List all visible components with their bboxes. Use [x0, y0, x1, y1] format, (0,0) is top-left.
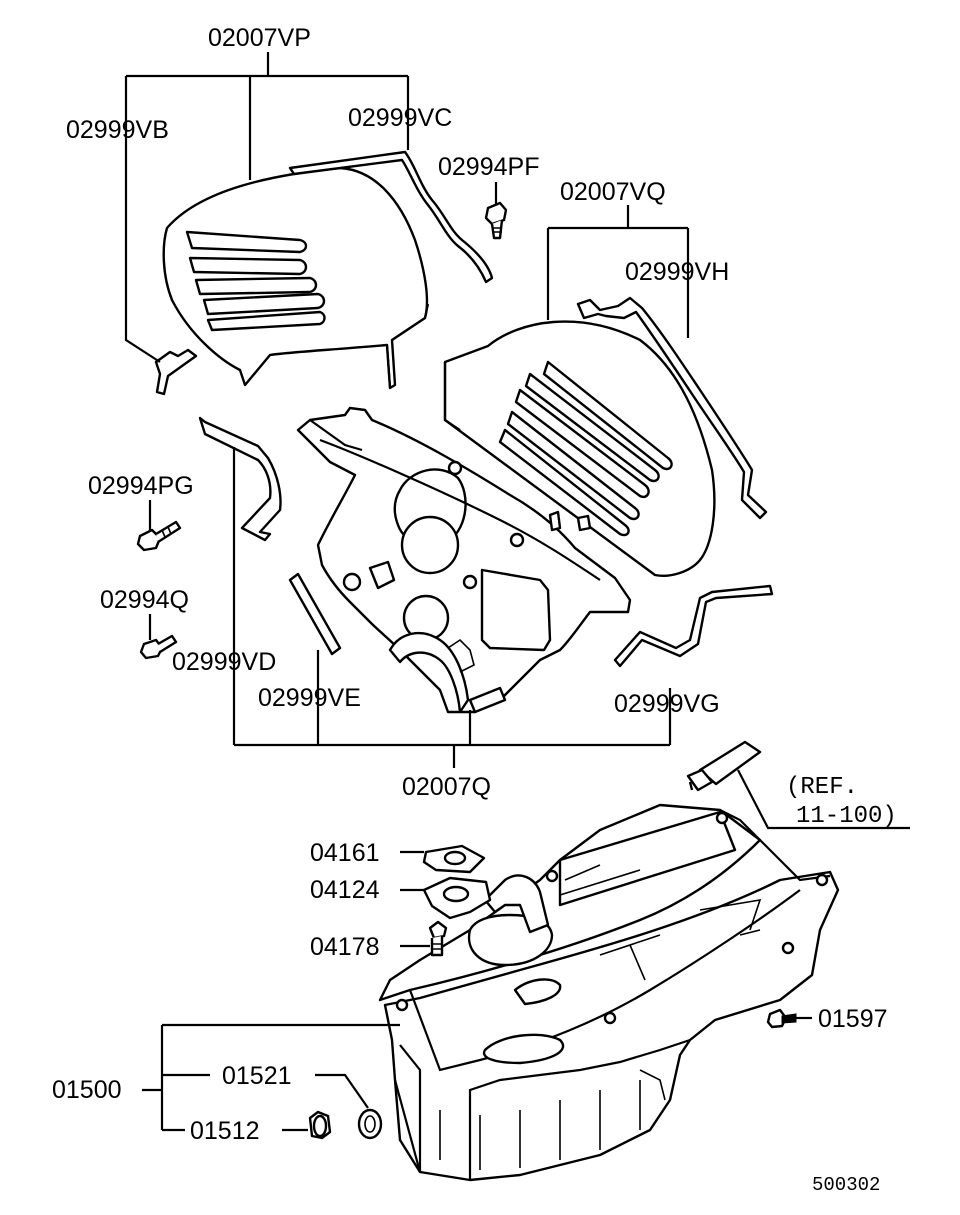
seal-strip-02999VE: [288, 572, 342, 656]
bolt-04178: [428, 920, 448, 957]
label-02007VP: 02007VP: [208, 24, 311, 52]
seal-strip-02999VC: [288, 150, 494, 284]
drain-plug-01512: [308, 1110, 332, 1140]
label-04178: 04178: [310, 933, 380, 961]
crank-seal-ring: [388, 632, 470, 714]
seal-strip-02999VD: [198, 416, 282, 542]
upper-timing-cover: [162, 166, 430, 390]
label-04124: 04124: [310, 876, 380, 904]
label-02994PG: 02994PG: [88, 472, 194, 500]
oil-strainer: [467, 874, 554, 967]
inner-timing-plate: [296, 406, 632, 714]
label-02999VD: 02999VD: [172, 648, 276, 676]
label-01500: 01500: [52, 1076, 122, 1104]
bolt-02994PG: [136, 520, 182, 552]
timing-mark-scale: [447, 638, 475, 673]
label-02999VH: 02999VH: [625, 258, 729, 286]
bolt-02994Q: [139, 634, 178, 660]
part-labels: 02007VP 02999VB 02999VC 02994PF 02007VQ …: [52, 24, 897, 1196]
label-02007VQ: 02007VQ: [560, 178, 666, 206]
drawing-number: 500302: [812, 1174, 880, 1196]
right-timing-cover: [443, 320, 716, 577]
bolt-01597: [766, 1008, 797, 1029]
label-01597: 01597: [818, 1005, 888, 1033]
seal-02999VB: [154, 348, 198, 396]
label-02007Q: 02007Q: [402, 773, 491, 801]
label-02999VC: 02999VC: [348, 104, 452, 132]
seal-strip-02999VG: [613, 584, 774, 668]
label-02999VG: 02999VG: [614, 690, 720, 718]
label-01512: 01512: [190, 1117, 260, 1145]
label-01521: 01521: [222, 1062, 292, 1090]
sealant-tube: [686, 740, 762, 792]
seal-strip-02999VH: [576, 296, 768, 520]
label-02999VE: 02999VE: [258, 684, 361, 712]
bolt-02994PF: [484, 201, 508, 240]
washer-01521: [357, 1108, 383, 1140]
reference-line-1: (REF.: [786, 774, 858, 801]
lower-bracket: [468, 686, 507, 714]
label-04161: 04161: [310, 839, 380, 867]
label-02994PF: 02994PF: [438, 153, 539, 181]
reference-line-2: 11-100): [796, 803, 897, 830]
label-02999VB: 02999VB: [66, 116, 169, 144]
leader-lines: [124, 52, 910, 1132]
label-02994Q: 02994Q: [100, 586, 189, 614]
